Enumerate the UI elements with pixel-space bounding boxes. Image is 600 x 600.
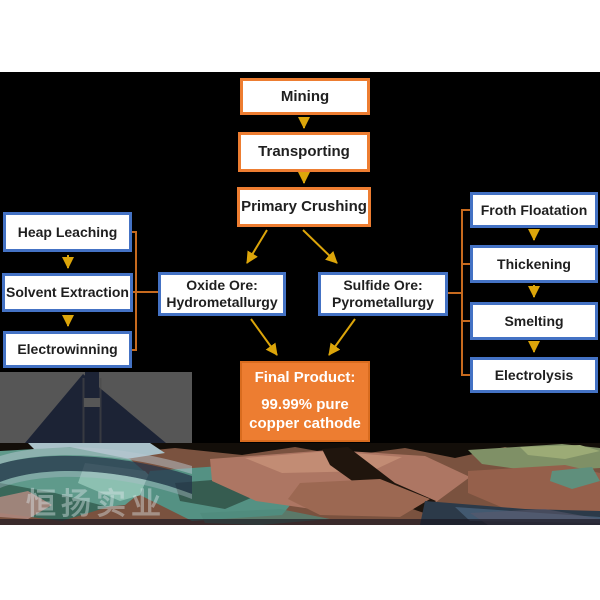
flow-box-solvent-extraction-label: Solvent Extraction: [6, 284, 129, 301]
flow-box-froth-floatation: Froth Floatation: [470, 192, 598, 228]
oxide-ore-line1: Oxide Ore:: [186, 277, 258, 294]
company-watermark: 恒扬实业: [0, 372, 192, 521]
oxide-ore-line2: Hydrometallurgy: [166, 294, 278, 310]
flow-box-electrolysis-label: Electrolysis: [494, 366, 574, 383]
flow-box-primary-crushing: Primary Crushing: [237, 187, 371, 227]
final-product-line2: copper cathode: [249, 414, 361, 432]
flow-box-heap-leaching-label: Heap Leaching: [17, 223, 118, 240]
final-product-line1: 99.99% pure: [261, 396, 349, 414]
final-product-title: Final Product:: [254, 369, 356, 387]
flow-box-thickening-label: Thickening: [497, 255, 571, 272]
flow-box-smelting-label: Smelting: [504, 312, 564, 329]
flow-box-transporting-label: Transporting: [258, 143, 350, 160]
flow-box-sulfide-ore: Sulfide Ore: Pyrometallurgy: [318, 272, 448, 316]
flow-box-smelting: Smelting: [470, 302, 598, 340]
flow-box-thickening: Thickening: [470, 245, 598, 283]
flow-box-solvent-extraction: Solvent Extraction: [2, 273, 133, 312]
copper-ore-photo: [0, 443, 600, 525]
flow-box-froth-floatation-label: Froth Floatation: [480, 201, 588, 218]
flow-box-heap-leaching: Heap Leaching: [3, 212, 132, 252]
flow-box-electrowinning: Electrowinning: [3, 331, 132, 368]
sulfide-ore-line1: Sulfide Ore:: [343, 277, 423, 294]
sulfide-ore-line2: Pyrometallurgy: [332, 294, 434, 310]
flow-box-electrolysis: Electrolysis: [470, 357, 598, 393]
flow-box-final-product: Final Product: 99.99% pure copper cathod…: [240, 361, 370, 442]
flow-box-mining: Mining: [240, 78, 370, 115]
flow-box-primary-crushing-label: Primary Crushing: [241, 198, 367, 215]
flow-box-mining-label: Mining: [280, 87, 330, 105]
company-name-watermark: 恒扬实业: [26, 487, 166, 521]
flow-box-transporting: Transporting: [238, 132, 370, 172]
pyramid-wave-logo-icon: [0, 372, 192, 499]
flow-box-electrowinning-label: Electrowinning: [17, 341, 118, 358]
flow-box-oxide-ore: Oxide Ore: Hydrometallurgy: [158, 272, 286, 316]
